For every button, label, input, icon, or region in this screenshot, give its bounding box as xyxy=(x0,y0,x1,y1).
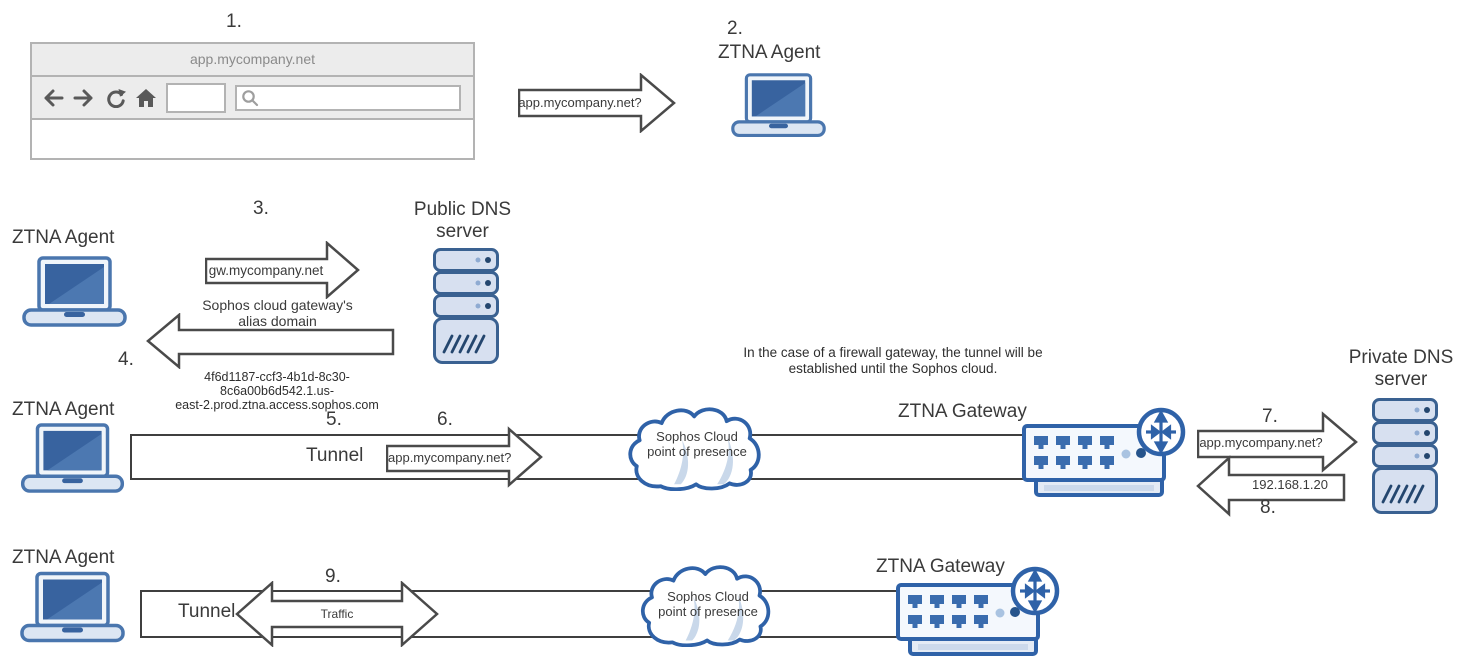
step-9-label: 9. xyxy=(325,566,341,587)
cloud-row4-label: Sophos Cloud point of presence xyxy=(638,589,778,619)
cloud-row3-line2: point of presence xyxy=(647,444,747,459)
ztna-agent-top-label: ZTNA Agent xyxy=(718,42,821,63)
laptop-icon xyxy=(20,423,125,496)
alias-domain-line1: 4f6d1187-ccf3-4b1d-8c30-8c6a00b6d542.1.u… xyxy=(204,370,350,398)
arrow-dns-reply-label: 192.168.1.20 xyxy=(1252,477,1328,492)
alias-caption-line2: alias domain xyxy=(238,313,317,329)
arrow-traffic-bidirectional xyxy=(235,581,439,647)
tunnel-row4-label: Tunnel xyxy=(178,601,236,622)
arrow-traffic-label: Traffic xyxy=(320,607,354,621)
arrow-app-query-in-tunnel xyxy=(386,426,543,488)
public-dns-label: Public DNS server xyxy=(405,199,520,243)
browser-window: app.mycompany.net xyxy=(30,42,475,160)
ztna-gateway-row3-label: ZTNA Gateway xyxy=(898,401,1027,422)
arrow-app-query-to-agent-label: app.mycompany.net? xyxy=(518,95,642,110)
arrow-gw-query xyxy=(205,241,360,299)
laptop-icon xyxy=(22,256,127,330)
cloud-row3-label: Sophos Cloud point of presence xyxy=(627,429,767,459)
step-5-label: 5. xyxy=(326,409,342,430)
cloud-row4-line2: point of presence xyxy=(658,604,758,619)
step-6-label: 6. xyxy=(437,409,453,430)
laptop-icon xyxy=(20,571,125,646)
public-dns-line1: Public DNS xyxy=(413,199,512,220)
ztna-gateway-row4-label: ZTNA Gateway xyxy=(876,556,1005,577)
firewall-note-line1: In the case of a firewall gateway, the t… xyxy=(743,345,1043,360)
step-4-label: 4. xyxy=(118,349,134,370)
cloud-row3-line1: Sophos Cloud xyxy=(656,429,738,444)
arrow-alias-reply xyxy=(146,313,395,369)
address-input[interactable] xyxy=(166,82,226,113)
firewall-note-line2: established until the Sophos cloud. xyxy=(788,361,998,376)
alias-caption-line1: Sophos cloud gateway's xyxy=(202,297,353,313)
laptop-icon xyxy=(731,73,826,140)
arrow-gw-query-label: gw.mycompany.net xyxy=(208,263,324,278)
step-7-label: 7. xyxy=(1262,406,1278,427)
browser-title-bar: app.mycompany.net xyxy=(32,44,473,77)
private-dns-line2: server xyxy=(1374,369,1428,390)
alias-caption: Sophos cloud gateway's alias domain xyxy=(170,297,385,329)
step-2-label: 2. xyxy=(727,18,743,39)
alias-domain-line2: east-2.prod.ztna.access.sophos.com xyxy=(175,398,379,412)
search-input[interactable] xyxy=(235,84,461,111)
forward-icon[interactable] xyxy=(73,88,95,108)
gateway-switch-icon xyxy=(1022,406,1197,502)
dns-server-icon xyxy=(1372,398,1438,514)
search-box xyxy=(235,84,461,111)
home-icon[interactable] xyxy=(135,88,157,108)
private-dns-label: Private DNS server xyxy=(1342,347,1460,391)
reload-icon[interactable] xyxy=(104,88,126,108)
ztna-agent-row4-label: ZTNA Agent xyxy=(12,547,115,568)
arrow-app-query-in-tunnel-label: app.mycompany.net? xyxy=(388,450,512,465)
step-8-label: 8. xyxy=(1260,497,1276,518)
arrow-dns-reply xyxy=(1196,455,1346,517)
public-dns-line2: server xyxy=(436,221,489,242)
firewall-note: In the case of a firewall gateway, the t… xyxy=(735,345,1051,377)
tunnel-row3 xyxy=(130,434,1027,480)
step-1-label: 1. xyxy=(226,11,242,32)
gateway-switch-icon xyxy=(896,565,1071,661)
private-dns-line1: Private DNS xyxy=(1348,347,1454,368)
alias-domain-text: 4f6d1187-ccf3-4b1d-8c30-8c6a00b6d542.1.u… xyxy=(148,370,406,412)
ztna-agent-row3-label: ZTNA Agent xyxy=(12,399,115,420)
arrow-app-query-to-private-dns-label: app.mycompany.net? xyxy=(1199,435,1323,450)
step-3-label: 3. xyxy=(253,198,269,219)
dns-server-icon xyxy=(433,248,499,364)
browser-toolbar xyxy=(32,77,473,120)
arrow-app-query-to-private-dns xyxy=(1197,411,1358,473)
search-icon xyxy=(242,89,259,106)
ztna-agent-row2-label: ZTNA Agent xyxy=(12,227,115,248)
back-icon[interactable] xyxy=(42,88,64,108)
cloud-row4-line1: Sophos Cloud xyxy=(667,589,749,604)
tunnel-row3-label: Tunnel xyxy=(306,445,364,466)
arrow-app-query-to-agent xyxy=(518,73,676,133)
